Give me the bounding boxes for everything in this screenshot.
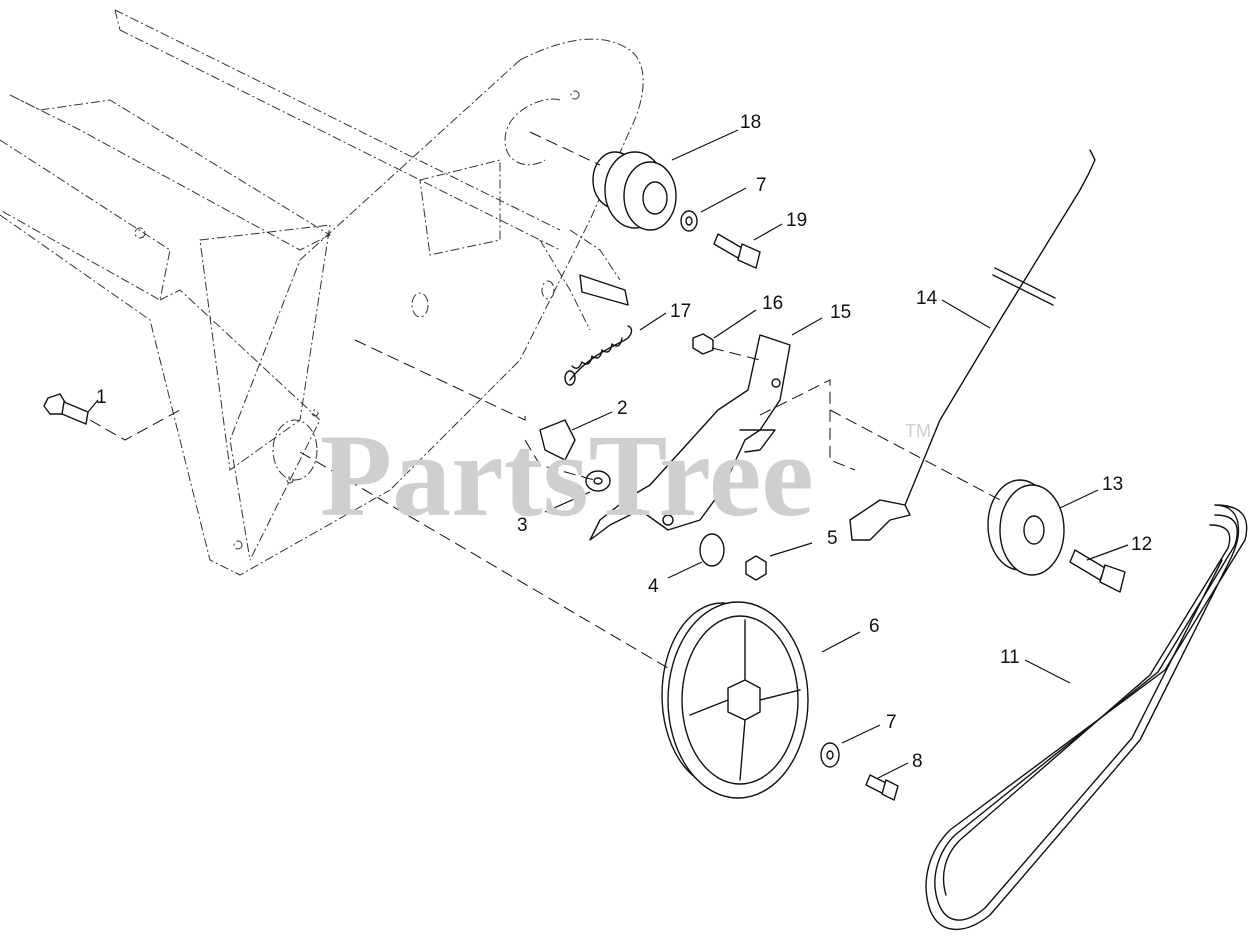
frame-bolt xyxy=(43,393,89,425)
spacer xyxy=(699,533,725,567)
callout-labels: 1 2 3 4 5 6 7 7 8 11 12 13 14 15 16 17 1… xyxy=(96,112,1152,772)
callout-7-upper: 7 xyxy=(756,175,767,196)
lock-nut xyxy=(692,333,714,355)
callout-4: 4 xyxy=(648,576,659,597)
callout-15: 15 xyxy=(830,302,851,323)
callout-7-lower: 7 xyxy=(886,712,897,733)
callout-18: 18 xyxy=(740,112,761,133)
watermark-text: PartsTree xyxy=(320,410,814,541)
callout-16: 16 xyxy=(762,293,783,314)
upper-pulley-bolt xyxy=(713,233,761,269)
callout-17: 17 xyxy=(670,301,691,322)
exploded-view-lines xyxy=(89,131,1001,669)
callout-2: 2 xyxy=(617,398,628,419)
control-cable xyxy=(904,149,1096,506)
drive-pulley xyxy=(661,601,809,799)
idler-pulley xyxy=(987,479,1065,576)
upper-pulley xyxy=(592,151,677,231)
callout-8: 8 xyxy=(912,751,923,772)
callout-14: 14 xyxy=(916,288,938,309)
idler-bolt xyxy=(1069,549,1126,593)
callout-12: 12 xyxy=(1131,534,1152,555)
drive-shaft-stub xyxy=(579,274,629,306)
lower-washer xyxy=(820,742,840,768)
callout-1: 1 xyxy=(96,387,107,408)
leader-lines xyxy=(87,129,1129,779)
callout-3: 3 xyxy=(517,515,528,536)
callout-13: 13 xyxy=(1102,474,1123,495)
callout-5: 5 xyxy=(827,528,838,549)
hex-nut xyxy=(745,555,767,581)
idler-bracket xyxy=(589,334,791,541)
cable-bracket xyxy=(849,499,911,541)
callout-19: 19 xyxy=(786,210,807,231)
frame-outline xyxy=(0,9,644,576)
watermark-trademark: TM xyxy=(905,421,931,441)
callout-11: 11 xyxy=(1000,647,1020,668)
upper-washer xyxy=(680,210,698,232)
extension-spring xyxy=(564,325,633,386)
spring-clip xyxy=(539,419,576,461)
lower-pulley-bolt xyxy=(865,774,899,801)
pivot-washer xyxy=(585,470,611,492)
drive-belt xyxy=(925,504,1248,931)
callout-6: 6 xyxy=(869,616,880,637)
